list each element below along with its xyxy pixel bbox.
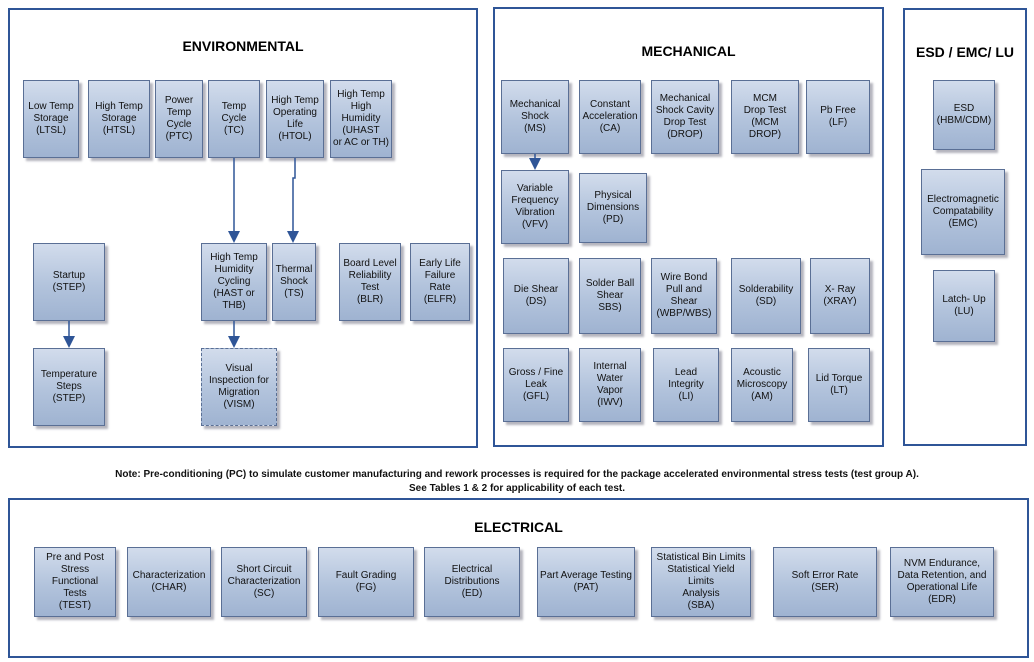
- box-tc: Temp Cycle (TC): [208, 80, 260, 158]
- box-mcm-drop: MCM Drop Test (MCM DROP): [731, 80, 799, 154]
- box-temperature-steps: Temperature Steps (STEP): [33, 348, 105, 426]
- box-emc: Electromagnetic Compatability (EMC): [921, 169, 1005, 255]
- mechanical-title: MECHANICAL: [641, 43, 736, 59]
- electrical-title: ELECTRICAL: [474, 519, 563, 535]
- note-line-1: Note: Pre-conditioning (PC) to simulate …: [115, 469, 919, 480]
- box-drop: Mechanical Shock Cavity Drop Test (DROP): [651, 80, 719, 154]
- box-uhast: High Temp High Humidity (UHAST or AC or …: [330, 80, 392, 158]
- box-elfr: Early Life Failure Rate (ELFR): [410, 243, 470, 321]
- box-xray: X- Ray (XRAY): [810, 258, 870, 334]
- box-iwv: Internal Water Vapor (IWV): [579, 348, 641, 422]
- box-test: Pre and Post Stress Functional Tests (TE…: [34, 547, 116, 617]
- esd-title: ESD / EMC/ LU: [915, 44, 1014, 60]
- box-pat: Part Average Testing (PAT): [537, 547, 635, 617]
- box-thermal-shock: Thermal Shock (TS): [272, 243, 316, 321]
- box-pb-free: Pb Free (LF): [806, 80, 870, 154]
- box-ptc: Power Temp Cycle (PTC): [155, 80, 203, 158]
- box-vfv: Variable Frequency Vibration (VFV): [501, 170, 569, 244]
- box-ms: Mechanical Shock (MS): [501, 80, 569, 154]
- box-vism: Visual Inspection for Migration (VISM): [201, 348, 277, 426]
- box-lead-integrity: Lead Integrity (LI): [653, 348, 719, 422]
- box-latch-up: Latch- Up (LU): [933, 270, 995, 342]
- box-ser: Soft Error Rate (SER): [773, 547, 877, 617]
- environmental-title: ENVIRONMENTAL: [182, 38, 304, 54]
- box-gfl: Gross / Fine Leak (GFL): [503, 348, 569, 422]
- arrow-htol-to-ts: [287, 158, 299, 243]
- box-edr: NVM Endurance, Data Retention, and Opera…: [890, 547, 994, 617]
- box-wbp: Wire Bond Pull and Shear (WBP/WBS): [651, 258, 717, 334]
- box-sba: Statistical Bin Limits Statistical Yield…: [651, 547, 751, 617]
- box-hast: High Temp Humidity Cycling (HAST or THB): [201, 243, 267, 321]
- box-die-shear: Die Shear (DS): [503, 258, 569, 334]
- box-htsl: High Temp Storage (HTSL): [88, 80, 150, 158]
- box-fg: Fault Grading (FG): [318, 547, 414, 617]
- box-solderability: Solderability (SD): [731, 258, 801, 334]
- box-ed: Electrical Distributions (ED): [424, 547, 520, 617]
- box-blr: Board Level Reliability Test (BLR): [339, 243, 401, 321]
- box-sc: Short Circuit Characterization (SC): [221, 547, 307, 617]
- box-ltsl: Low Temp Storage (LTSL): [23, 80, 79, 158]
- box-acoustic-microscopy: Acoustic Microscopy (AM): [731, 348, 793, 422]
- box-startup-step: Startup (STEP): [33, 243, 105, 321]
- box-ca: Constant Acceleration (CA): [579, 80, 641, 154]
- note-line-2: See Tables 1 & 2 for applicability of ea…: [409, 483, 625, 494]
- box-esd: ESD (HBM/CDM): [933, 80, 995, 150]
- box-char: Characterization (CHAR): [127, 547, 211, 617]
- box-lid-torque: Lid Torque (LT): [808, 348, 870, 422]
- box-htol: High Temp Operating Life (HTOL): [266, 80, 324, 158]
- box-sbs: Solder Ball Shear SBS): [579, 258, 641, 334]
- box-pd: Physical Dimensions (PD): [579, 173, 647, 243]
